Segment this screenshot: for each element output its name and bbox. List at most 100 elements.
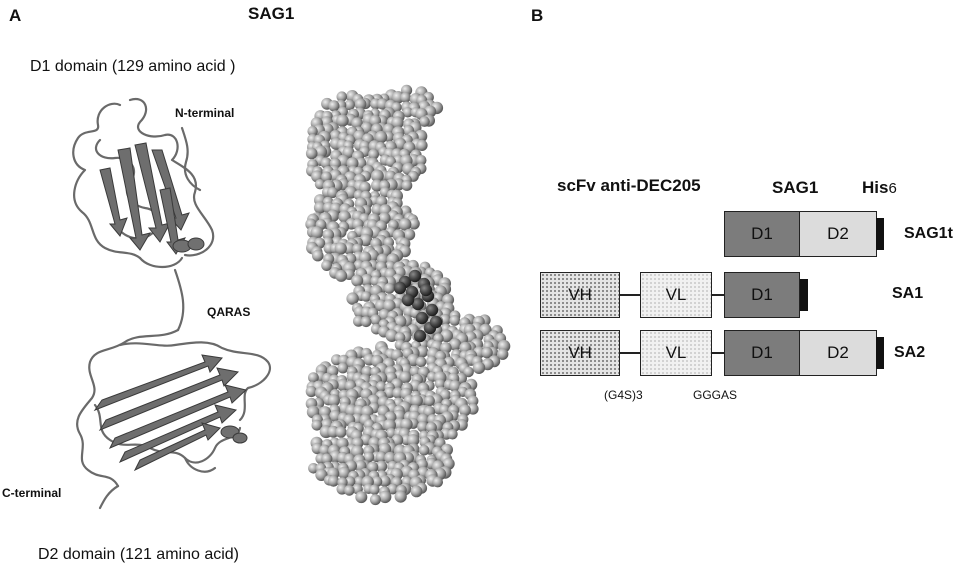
linker-atom-sphere <box>408 269 422 283</box>
sa1-linker-g4s <box>620 294 640 296</box>
sa2-linker-g4s <box>620 352 640 354</box>
atom-sphere <box>334 242 347 255</box>
atom-sphere <box>335 269 348 282</box>
atom-sphere <box>418 445 430 456</box>
atom-sphere <box>415 356 427 368</box>
atom-sphere <box>448 338 462 351</box>
sa1-label: SA1 <box>892 285 924 302</box>
sag1t-his-tag <box>876 218 884 250</box>
atom-sphere <box>344 99 356 111</box>
atom-sphere <box>314 179 326 190</box>
sag1t-d2-box: D2 <box>799 211 877 257</box>
atom-sphere <box>346 292 359 305</box>
atom-sphere <box>321 453 333 465</box>
sag1t-d1-box: D1 <box>724 211 800 257</box>
atom-sphere <box>410 485 423 498</box>
linker-atom-sphere <box>401 293 415 307</box>
atom-sphere <box>434 378 446 389</box>
atom-sphere <box>400 418 413 431</box>
sa2-d2-box: D2 <box>799 330 877 376</box>
atom-sphere <box>383 299 396 313</box>
atom-sphere <box>336 114 349 127</box>
g4s-linker-label: (G4S)3 <box>604 388 643 402</box>
atom-sphere <box>398 218 412 231</box>
atom-sphere <box>305 385 317 398</box>
atom-sphere <box>327 475 340 487</box>
atom-sphere <box>394 490 407 503</box>
atom-sphere <box>346 157 359 170</box>
linker-atom-sphere <box>415 311 429 325</box>
atom-sphere <box>327 187 339 199</box>
sa1-d1-box: D1 <box>724 272 800 318</box>
atom-sphere <box>328 100 340 112</box>
atom-sphere <box>425 422 437 433</box>
atom-sphere <box>402 107 413 118</box>
atom-sphere <box>391 116 404 129</box>
atom-sphere <box>375 451 387 463</box>
atom-sphere <box>407 434 420 447</box>
atom-sphere <box>387 483 399 495</box>
atom-sphere <box>351 274 364 287</box>
linker-atom-sphere <box>413 329 427 343</box>
gggas-linker-label: GGGAS <box>693 388 738 402</box>
atom-sphere <box>307 126 318 137</box>
atom-sphere <box>408 218 420 230</box>
atom-sphere <box>308 372 319 383</box>
sa2-vh-box: VH <box>540 330 620 376</box>
atom-sphere <box>351 117 363 129</box>
atom-sphere <box>319 444 331 456</box>
sa2-linker-gggas <box>712 352 724 354</box>
atom-sphere <box>369 494 381 506</box>
c-terminal-label: C-terminal <box>2 486 62 500</box>
atom-sphere <box>379 475 391 487</box>
linker-atom-sphere <box>429 315 443 329</box>
linker-atom-sphere <box>393 281 407 295</box>
sa1-vl-box: VL <box>640 272 712 318</box>
linker-qaras-label: QARAS <box>207 305 251 319</box>
linker-atom-sphere <box>425 303 439 317</box>
atom-sphere <box>472 361 486 374</box>
ribbon-structure <box>72 97 271 510</box>
atom-sphere <box>401 180 413 191</box>
atom-sphere <box>497 348 509 360</box>
linker-atom-sphere <box>411 297 425 311</box>
sa2-vl-box: VL <box>640 330 712 376</box>
atom-sphere <box>354 98 367 111</box>
atom-sphere <box>312 249 324 262</box>
sa1-his-tag <box>800 279 808 311</box>
atom-sphere <box>481 347 493 359</box>
atom-sphere <box>338 466 351 480</box>
atom-sphere <box>359 181 371 194</box>
n-terminal-label: N-terminal <box>175 106 235 120</box>
sa2-d1-box: D1 <box>724 330 800 376</box>
panel-a-letter: A <box>9 6 22 25</box>
atom-sphere <box>313 201 327 214</box>
atom-sphere <box>368 148 379 160</box>
his-header-subscript: 6 <box>888 180 897 197</box>
atom-sphere <box>403 228 416 241</box>
atom-sphere <box>327 394 341 407</box>
atom-sphere <box>447 429 458 440</box>
atom-sphere <box>385 329 399 343</box>
atom-sphere <box>379 490 392 504</box>
atom-sphere <box>314 145 328 159</box>
atom-sphere <box>410 394 423 407</box>
atom-sphere <box>369 484 380 495</box>
atom-sphere <box>320 157 332 169</box>
d1-domain-label: D1 domain (129 amino acid ) <box>30 58 236 75</box>
atom-sphere <box>375 381 387 392</box>
atom-sphere <box>382 123 395 136</box>
atom-sphere <box>355 157 367 169</box>
atom-sphere <box>321 260 333 271</box>
d2-domain-label: D2 domain (121 amino acid) <box>38 546 239 563</box>
scfv-header: scFv anti-DEC205 <box>557 176 701 195</box>
atom-sphere <box>311 419 323 431</box>
panel-b-letter: B <box>531 6 544 25</box>
atom-sphere <box>424 395 435 407</box>
atom-sphere <box>335 426 347 438</box>
atom-sphere <box>383 283 395 294</box>
sa2-his-tag <box>876 337 884 369</box>
his-header-text: His <box>862 178 889 197</box>
atom-sphere <box>310 226 324 239</box>
atom-sphere <box>416 139 428 151</box>
